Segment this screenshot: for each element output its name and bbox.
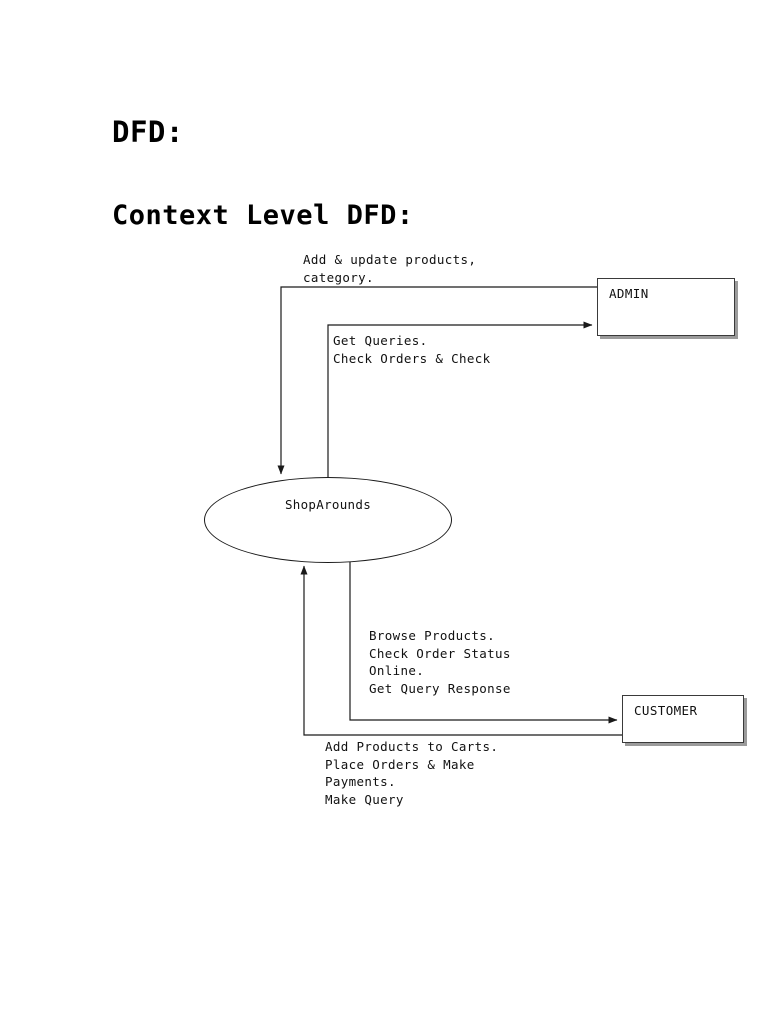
entity-admin-label: ADMIN [609,286,649,301]
page-title: DFD: [112,115,184,150]
flow-label-process-to-admin: Get Queries. Check Orders & Check [333,333,491,366]
process-shoparounds: ShopArounds [204,477,452,563]
flow-label-admin-to-process: Add & update products, category. [303,252,477,285]
section-title: Context Level DFD: [112,200,414,232]
process-ellipse-shape [204,477,452,563]
flow-label-customer-to-process: Add Products to Carts. Place Orders & Ma… [325,739,499,807]
entity-customer-label: CUSTOMER [634,703,698,718]
connector-admin-to-process [277,286,597,475]
entity-admin: ADMIN [597,278,735,336]
connector-process-to-admin [327,321,593,500]
entity-customer: CUSTOMER [622,695,744,743]
connector-customer-to-process [300,565,622,736]
connector-process-to-customer [349,545,618,724]
process-shoparounds-label: ShopArounds [284,497,372,512]
flow-label-process-to-customer: Browse Products. Check Order Status Onli… [369,628,511,696]
